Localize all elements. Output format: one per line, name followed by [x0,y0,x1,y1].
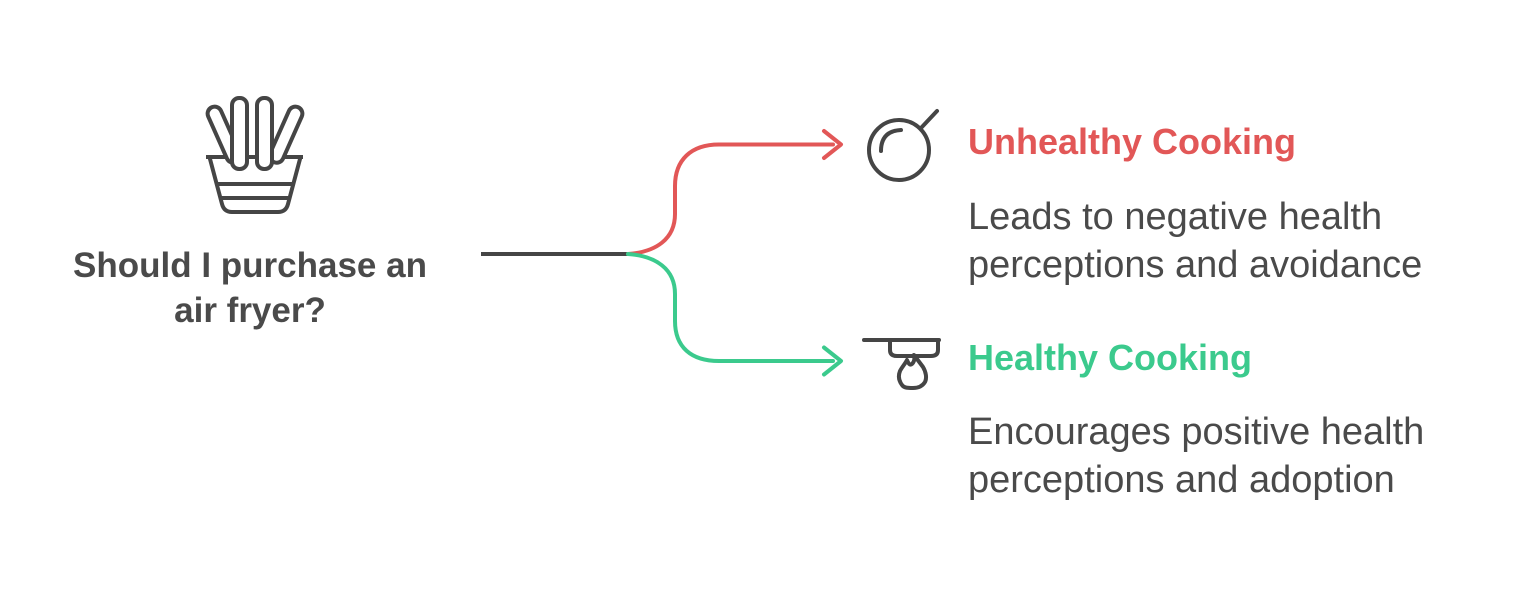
unhealthy-arrowhead-icon [822,129,843,160]
healthy-branch-title: Healthy Cooking [968,337,1253,378]
healthy-branch-arrow [626,252,843,377]
wok-highlight [879,128,903,153]
root-question: Should I purchase an air fryer? [73,246,427,330]
unhealthy-branch-line [626,142,835,256]
fries-cup-stripes [215,182,295,200]
french-fries-icon [205,96,305,214]
unhealthy-branch-title: Unhealthy Cooking [968,121,1297,162]
fry-stick-center-right [255,96,274,171]
healthy-arrowhead-icon [822,345,843,377]
wok-handle [919,109,939,130]
fry-stick-center-left [230,96,249,171]
fries-cup-body [208,157,302,214]
unhealthy-branch-arrow [626,129,843,256]
pan-over-flame-icon [862,338,941,390]
frying-wok-icon [867,109,939,182]
healthy-branch-line [626,252,835,363]
flame-icon [896,353,929,390]
wok-body [867,118,931,182]
unhealthy-branch-description: Leads to negative health perceptions and… [968,196,1423,286]
healthy-branch-description: Encourages positive health perceptions a… [968,411,1425,501]
